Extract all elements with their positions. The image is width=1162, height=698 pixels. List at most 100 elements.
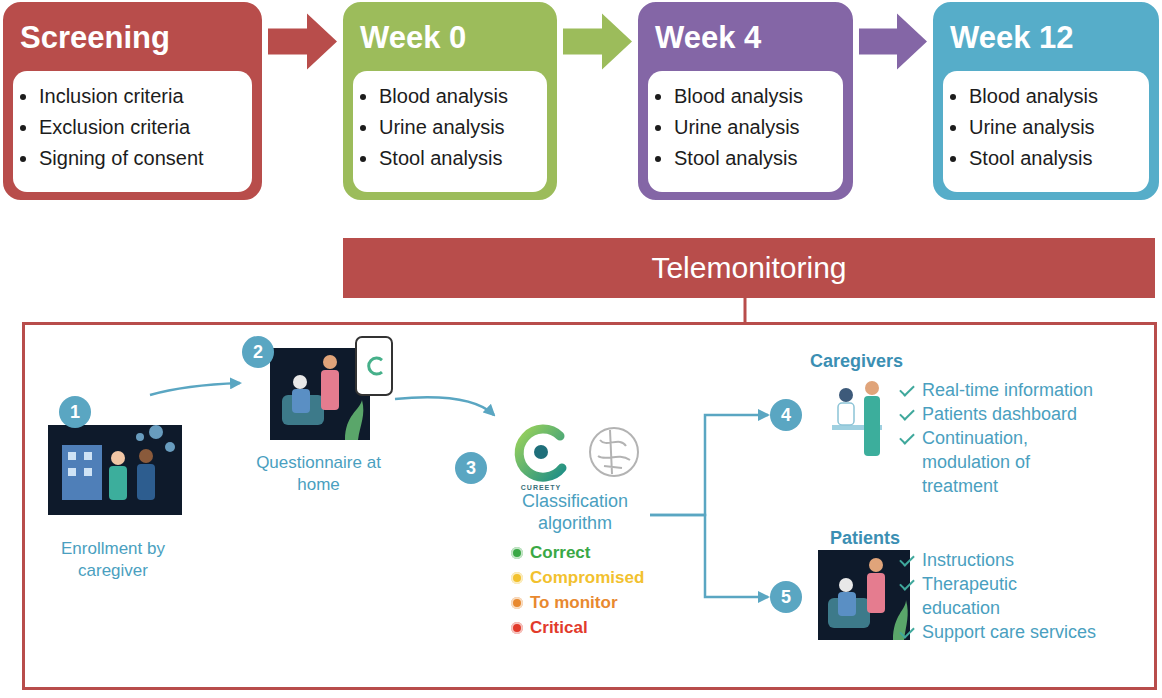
check-item: Therapeutic education: [900, 572, 1100, 620]
legend-swatch: [511, 572, 523, 584]
person-body: [109, 466, 127, 500]
legend-text: To monitor: [530, 593, 618, 613]
list-item: Stool analysis: [969, 143, 1149, 174]
legend-swatch: [511, 547, 523, 559]
stage-heading: Screening: [20, 19, 170, 57]
stage-box: ScreeningInclusion criteriaExclusion cri…: [3, 2, 262, 200]
enrollment-picture: [48, 425, 182, 515]
flow-arrow: [150, 383, 240, 395]
building-window: [68, 452, 76, 460]
stage-box: Week 0 Blood analysisUrine analysisStool …: [343, 2, 557, 200]
patients-picture: [818, 550, 910, 640]
stage-panel: Blood analysisUrine analysisStool analys…: [943, 71, 1149, 192]
stage-list: Blood analysisUrine analysisStool analys…: [648, 71, 843, 174]
group-heading: Patients: [830, 527, 900, 549]
plant-shape: [345, 400, 363, 440]
list-item: Blood analysis: [674, 81, 843, 112]
list-item: Stool analysis: [674, 143, 843, 174]
app-logo-dot: [534, 445, 548, 459]
callout-number: 1: [59, 396, 91, 428]
stage-list: Blood analysisUrine analysisStool analys…: [353, 71, 547, 174]
stage-heading: Week 0: [360, 19, 466, 57]
person-head: [839, 388, 853, 402]
list-item: Urine analysis: [379, 112, 547, 143]
flow-arrow: [395, 397, 494, 415]
person-head: [139, 449, 153, 463]
legend-row: To monitor: [511, 592, 618, 614]
flow-arrow: [650, 515, 768, 597]
band-stem: [744, 298, 747, 322]
person-body: [137, 464, 155, 500]
legend-swatch: [511, 622, 523, 634]
building-window: [84, 452, 92, 460]
legend-text: Compromised: [530, 568, 644, 588]
legend-row: Compromised: [511, 567, 644, 589]
phone-logo: [369, 358, 382, 374]
stage-list: Blood analysisUrine analysisStool analys…: [943, 71, 1149, 174]
list-item: Blood analysis: [969, 81, 1149, 112]
audience-box: CaregiversReal-time informationPatients …: [768, 345, 1140, 525]
person-head: [839, 578, 853, 592]
stage-box: Week 12Blood analysisUrine analysisStool…: [933, 2, 1159, 200]
telemonitoring-frame: TelemonitoringEnrollment by caregiverQue…: [22, 322, 1157, 690]
stage-heading: Week 4: [655, 19, 761, 57]
armchair-shape: [828, 598, 870, 628]
callout-number: 3: [455, 452, 487, 484]
step-text: Enrollment by caregiver: [58, 538, 168, 582]
list-item: Stool analysis: [379, 143, 547, 174]
flow-arrow: [650, 415, 768, 515]
list-item: Urine analysis: [674, 112, 843, 143]
legend-swatch: [511, 597, 523, 609]
legend-row: Critical: [511, 617, 588, 639]
step-text: Classification algorithm: [505, 490, 645, 534]
person-body: [864, 396, 880, 456]
group-heading: Caregivers: [810, 350, 903, 372]
person-body: [321, 370, 339, 410]
desk-shape: [832, 425, 882, 430]
block-arrow: [268, 14, 337, 70]
check-item: Support care services: [900, 620, 1100, 644]
list-item: Urine analysis: [969, 112, 1149, 143]
check-item: Continuation, modulation of treatment: [900, 426, 1100, 498]
building-window: [84, 468, 92, 476]
person-head: [293, 375, 307, 389]
step-text: Questionnaire at home: [256, 452, 381, 496]
section-band: Telemonitoring: [343, 238, 1155, 298]
logo-text: CUREETY: [511, 484, 571, 491]
legend-text: Critical: [530, 618, 588, 638]
list-item: Exclusion criteria: [39, 112, 252, 143]
bubble-dot: [165, 442, 175, 452]
list-item: Blood analysis: [379, 81, 547, 112]
legend-text: Correct: [530, 543, 590, 563]
callout-number: 4: [770, 399, 802, 431]
legend-row: Correct: [511, 542, 590, 564]
list-item: Signing of consent: [39, 143, 252, 174]
check-list: Real-time informationPatients dashboardC…: [900, 378, 1100, 498]
list-item: Inclusion criteria: [39, 81, 252, 112]
stage-panel: Inclusion criteriaExclusion criteriaSign…: [13, 71, 252, 192]
armchair-shape: [282, 395, 324, 425]
block-arrow: [563, 14, 632, 70]
person-body: [838, 403, 854, 425]
bubble-dot: [149, 425, 163, 439]
plant-shape: [893, 600, 908, 640]
check-item: Patients dashboard: [900, 402, 1100, 426]
person-head: [869, 558, 883, 572]
person-head: [865, 381, 879, 395]
callout-number: 2: [242, 336, 274, 368]
audience-box: PatientsInstructionsTherapeutic educatio…: [768, 525, 1140, 670]
questionnaire-picture: [270, 348, 370, 440]
app-logo: [519, 429, 562, 477]
bubble-dot: [136, 433, 144, 441]
building-shape: [62, 445, 102, 500]
check-list: InstructionsTherapeutic educationSupport…: [900, 548, 1100, 644]
stage-panel: Blood analysisUrine analysisStool analys…: [648, 71, 843, 192]
person-head: [323, 355, 337, 369]
step-box: Classification algorithm: [455, 415, 650, 540]
building-window: [68, 468, 76, 476]
check-item: Real-time information: [900, 378, 1100, 402]
person-body: [838, 592, 856, 616]
brain-icon-lines: [598, 430, 630, 474]
brain-icon: [590, 428, 638, 476]
